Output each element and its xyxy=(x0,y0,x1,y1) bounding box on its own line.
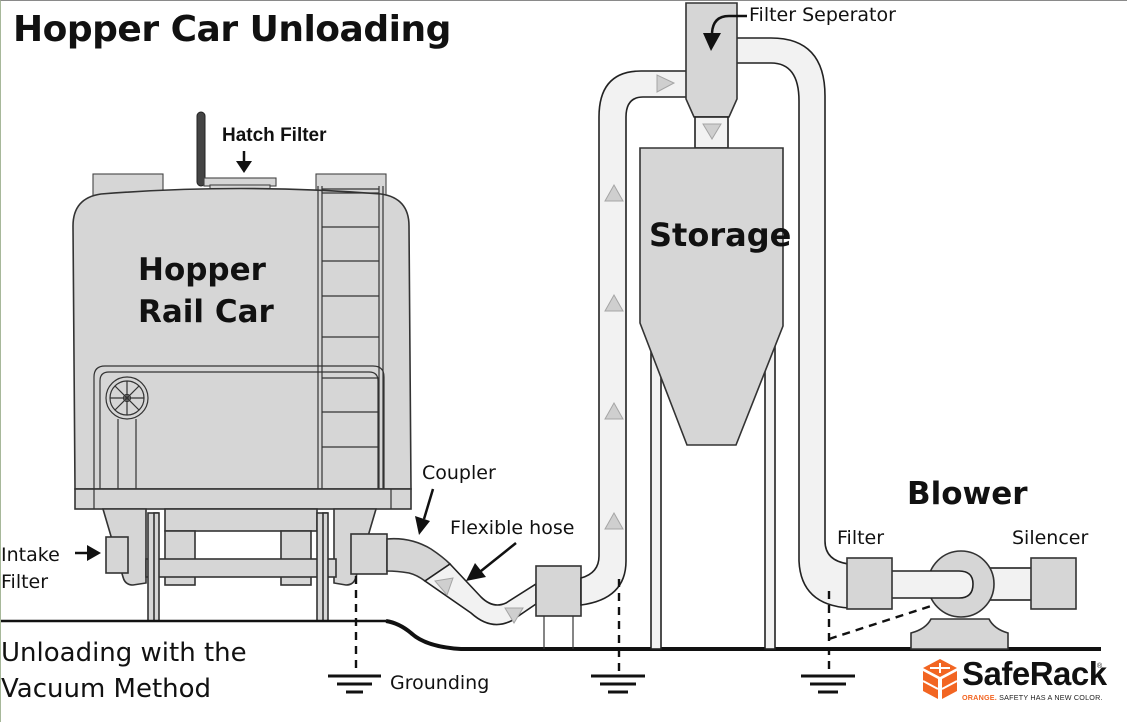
label-intake-filter: Intake Filter xyxy=(1,542,60,596)
storage-leg xyxy=(764,330,776,650)
car-frame xyxy=(74,488,412,510)
label-blower: Blower xyxy=(907,476,1028,512)
label-hopper-rail-car: Hopper Rail Car xyxy=(138,249,274,333)
grounding-symbol xyxy=(801,591,932,694)
silencer-pipe xyxy=(988,567,1034,601)
subtitle: Unloading with the Vacuum Method xyxy=(1,635,247,707)
flow-arrow xyxy=(604,293,624,312)
ladder xyxy=(317,186,384,489)
logo-registered: ® xyxy=(1097,663,1103,670)
hatch-lid xyxy=(196,111,206,187)
label-grounding: Grounding xyxy=(390,672,490,694)
label-hopper-line1: Hopper xyxy=(138,252,266,288)
ground-line xyxy=(385,619,1101,651)
label-hopper-line2: Rail Car xyxy=(138,294,274,330)
flexible-hose-arrow-icon xyxy=(466,542,517,581)
hose-junction-box xyxy=(535,565,582,617)
saferack-cube-icon xyxy=(922,659,958,699)
label-flexible-hose: Flexible hose xyxy=(450,517,575,539)
hopper-rail-car xyxy=(72,111,412,622)
flow-arrow xyxy=(604,511,624,530)
label-filter: Filter xyxy=(837,527,885,549)
page-title: Hopper Car Unloading xyxy=(13,9,451,50)
storage-leg xyxy=(650,330,662,650)
saferack-logo: SafeRack ® ORANGE. SAFETY HAS A NEW COLO… xyxy=(920,655,1110,703)
label-silencer: Silencer xyxy=(1012,527,1089,549)
handrail xyxy=(93,365,385,489)
blower-inlet-pipe xyxy=(890,570,974,599)
flow-arrow xyxy=(504,607,524,624)
brake-wheel xyxy=(105,376,149,489)
intake-filter-arrow-icon xyxy=(75,545,101,561)
storage-silo xyxy=(639,147,784,446)
silencer xyxy=(1030,557,1077,610)
grounding-symbol xyxy=(591,579,645,694)
outlet-valve xyxy=(350,533,388,575)
flow-arrow xyxy=(656,74,676,93)
flow-arrow xyxy=(434,577,454,596)
axle-beam xyxy=(145,558,337,578)
logo-brand: SafeRack xyxy=(962,655,1107,692)
grounding-symbol xyxy=(328,576,381,694)
blower-filter xyxy=(846,557,893,610)
filter-separator-arrow-icon xyxy=(703,14,747,51)
hatch-filter-arrow-icon xyxy=(236,151,252,173)
filter-separator xyxy=(685,2,738,118)
flow-arrow xyxy=(604,183,624,202)
intake-filter xyxy=(105,536,129,574)
subtitle-line1: Unloading with the xyxy=(1,638,247,668)
blower-base xyxy=(910,618,1009,650)
flow-arrow xyxy=(702,123,722,140)
logo-tagline: ORANGE. SAFETY HAS A NEW COLOR. xyxy=(962,693,1103,702)
label-storage: Storage xyxy=(649,216,792,254)
subtitle-line2: Vacuum Method xyxy=(1,674,212,704)
label-intake-line1: Intake xyxy=(1,544,60,566)
label-filter-separator: Filter Seperator xyxy=(749,4,896,26)
car-body xyxy=(72,187,412,490)
logo-tag-rest: SAFETY HAS A NEW COLOR. xyxy=(999,693,1103,702)
label-coupler: Coupler xyxy=(422,462,496,484)
flow-arrow xyxy=(604,401,624,420)
label-hatch-filter: Hatch Filter xyxy=(222,125,327,146)
label-intake-line2: Filter xyxy=(1,571,49,593)
coupler-arrow-icon xyxy=(415,488,435,535)
logo-tag-accent: ORANGE. xyxy=(962,693,997,702)
